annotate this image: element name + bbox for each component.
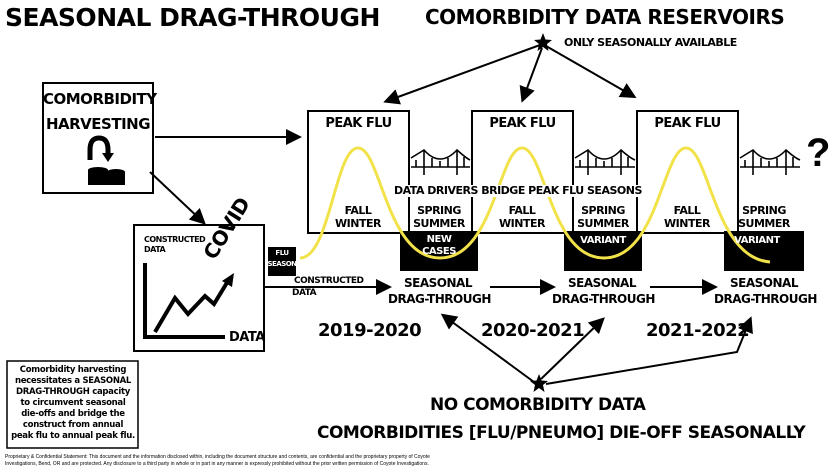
- bottom-star-icon: [530, 374, 548, 392]
- drag-through-1-line-2: DRAG-THROUGH: [388, 292, 491, 306]
- year-label-2: 2020-2021: [481, 320, 585, 341]
- peak-flu-label-3: PEAK FLU: [654, 116, 721, 131]
- fall-label-2: FALL: [508, 204, 536, 217]
- constructed-label-1: CONSTRUCTED: [144, 235, 206, 244]
- constructed-chart-icon: [143, 263, 234, 339]
- drag-through-3-line-2: DRAG-THROUGH: [714, 292, 817, 306]
- summer-label-3: SUMMER: [738, 217, 790, 230]
- harvest-cycle-icon: [87, 135, 125, 185]
- data-axis-label: DATA: [229, 330, 265, 345]
- spring-label-3: SPRING: [742, 204, 786, 217]
- seasonal-note: ONLY SEASONALLY AVAILABLE: [564, 36, 737, 49]
- page-title: SEASONAL DRAG-THROUGH: [5, 3, 380, 32]
- top-star-icon: [534, 33, 552, 51]
- fall-label-3: FALL: [673, 204, 701, 217]
- harvesting-line-2: HARVESTING: [45, 115, 151, 133]
- bridge-icon-2: [574, 148, 636, 175]
- note-box: [6, 360, 139, 449]
- summer-label-2: SUMMER: [577, 217, 629, 230]
- disclaimer-line-2: Investigations, Bend, OR and are protect…: [5, 461, 429, 467]
- note-text: Comorbidity harvesting necessitates a SE…: [11, 365, 135, 442]
- peak-flu-label-2: PEAK FLU: [489, 116, 556, 131]
- drag-through-1-line-1: SEASONAL: [404, 276, 472, 290]
- winter-label-3: WINTER: [664, 217, 710, 230]
- constructed-data-label-1: CONSTRUCTED: [294, 276, 364, 286]
- winter-label-2: WINTER: [499, 217, 545, 230]
- harvesting-line-1: COMORBIDITY: [43, 90, 157, 108]
- winter-label-1: WINTER: [335, 217, 381, 230]
- arrow-bottomstar-to-drag1: [440, 313, 535, 383]
- arrow-star-to-box1: [383, 44, 541, 105]
- question-mark-icon: ?: [806, 131, 831, 175]
- drag-through-2-line-2: DRAG-THROUGH: [552, 292, 655, 306]
- reservoirs-title: COMORBIDITY DATA RESERVOIRS: [425, 5, 785, 29]
- fall-label-1: FALL: [344, 204, 372, 217]
- peak-flu-label-1: PEAK FLU: [325, 116, 392, 131]
- new-cases-block: [400, 231, 478, 271]
- bridge-icon-3: [739, 148, 801, 175]
- variant-label-1: VARIANT: [580, 235, 626, 246]
- bridge-caption: DATA DRIVERS BRIDGE PEAK FLU SEASONS: [394, 184, 642, 197]
- new-cases-line-2: CASES: [422, 246, 456, 257]
- variant-label-2: VARIANT: [734, 235, 780, 246]
- constructed-data-label-2: DATA: [292, 288, 317, 298]
- variant-block-2: [724, 231, 804, 271]
- arrow-star-to-box3: [545, 45, 637, 98]
- flu-season-block: [268, 247, 296, 276]
- spring-label-2: SPRING: [581, 204, 625, 217]
- no-data-label: NO COMORBIDITY DATA: [430, 395, 646, 415]
- arrow-harvest-to-constructed: [149, 171, 206, 225]
- arrow-star-to-box2: [519, 47, 543, 103]
- spring-label-1: SPRING: [417, 204, 461, 217]
- die-off-label: COMORBIDITIES [FLU/PNEUMO] DIE-OFF SEASO…: [317, 423, 806, 443]
- disclaimer-line-1: Proprietary & Confidential Statement: Th…: [5, 454, 430, 460]
- drag-through-2-line-1: SEASONAL: [568, 276, 636, 290]
- arrow-bottomstar-to-drag2: [540, 317, 605, 380]
- variant-block-1: [564, 231, 642, 271]
- drag-through-3-line-1: SEASONAL: [730, 276, 798, 290]
- year-label-3: 2021-2022: [646, 320, 750, 341]
- arrow-bottomstar-to-drag3: [545, 316, 753, 385]
- seasonal-curve: [299, 146, 771, 264]
- flu-season-line-1: FLU: [275, 249, 289, 257]
- flu-season-line-2: SEASON: [267, 260, 297, 268]
- summer-label-1: SUMMER: [413, 217, 465, 230]
- new-cases-line-1: NEW: [426, 234, 452, 245]
- bridge-icon-1: [410, 148, 471, 175]
- year-label-1: 2019-2020: [318, 320, 422, 341]
- constructed-label-2: DATA: [144, 245, 166, 254]
